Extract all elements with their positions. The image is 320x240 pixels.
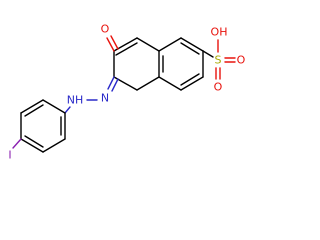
carbonyl-group: O: [101, 23, 119, 52]
bond-ring-s: [202, 50, 214, 58]
hydroxyl-label: OH: [211, 26, 228, 39]
bond-r2-double: [180, 42, 200, 55]
sulfonyl-oxygen-bottom-label: O: [214, 81, 223, 94]
sulfur-label: S: [215, 54, 222, 67]
bond-p5: [42, 138, 66, 153]
aromatic-ring-right: [158, 37, 204, 91]
chemical-structure: O N NH I S OH O O: [8, 23, 246, 162]
bond-c-i: [12, 138, 22, 149]
azo-nitrogen-label: N: [101, 92, 109, 105]
bond-c-n-double-b: [111, 78, 119, 92]
bond-p2: [20, 99, 44, 114]
bond-r4-double: [180, 73, 200, 86]
bond-c1-c2-double: [115, 42, 138, 56]
hydrazone-group: N NH: [64, 76, 119, 114]
bond-r5: [158, 76, 182, 91]
bond-nh-ring: [64, 106, 71, 114]
sulfonic-acid-group: S OH O O: [202, 26, 246, 94]
bond-c2-c3: [136, 37, 160, 52]
iodine-substituent: I: [8, 138, 22, 162]
bond-p4: [20, 138, 44, 153]
keto-ring: [113, 37, 160, 91]
sulfonyl-oxygen-right-label: O: [237, 54, 246, 67]
bond-p2-double: [24, 104, 44, 117]
bond-p4-double: [24, 135, 44, 148]
bond-r2: [180, 37, 204, 52]
nh-label: NH: [67, 94, 84, 107]
iodine-label: I: [8, 149, 11, 162]
bond-c4-c5: [136, 76, 160, 91]
bond-r4: [180, 76, 204, 91]
bond-c-n-double-a: [107, 76, 115, 90]
bond-c-o: [106, 37, 115, 52]
bond-p1: [42, 99, 66, 114]
carbonyl-oxygen-label: O: [101, 23, 110, 36]
bond-r1: [158, 37, 182, 52]
iodophenyl-ring: [20, 99, 66, 153]
bond-c-o-double: [110, 35, 119, 50]
